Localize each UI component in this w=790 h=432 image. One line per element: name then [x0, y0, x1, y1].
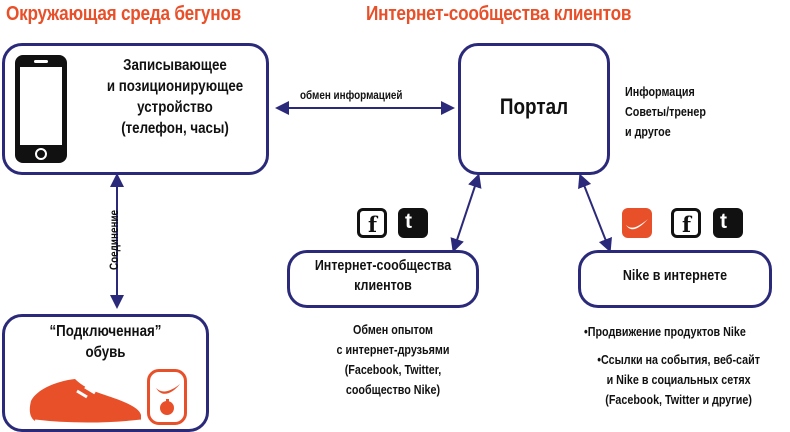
twitter-glyph: t	[720, 210, 727, 233]
twitter-glyph: t	[405, 210, 412, 233]
device-box	[2, 43, 269, 175]
connection-label: Соединение	[109, 209, 121, 271]
twitter-icon: t	[713, 208, 743, 238]
portal-box	[458, 43, 610, 175]
exchange-label: обмен информацией	[300, 90, 403, 102]
portal-box-text: Портал	[499, 94, 569, 119]
nike-bullets: •Продвижение продуктов Nike •Ссылки на с…	[584, 322, 773, 410]
twitter-icon: t	[398, 208, 428, 238]
shoe-box-text: “Подключенная” обувь	[49, 323, 162, 361]
facebook-icon: f	[357, 208, 387, 238]
nike-bullet-2: •Ссылки на события, веб-сайт и Nike в со…	[597, 353, 760, 407]
community-box	[287, 250, 479, 308]
facebook-glyph: f	[368, 212, 378, 237]
device-box-text: Записывающее и позиционирующее устройств…	[106, 57, 244, 137]
portal-community-arrow	[450, 173, 482, 253]
facebook-icon: f	[671, 208, 701, 238]
right-section-header: Интернет-сообщества клиентов	[366, 3, 632, 25]
facebook-glyph: f	[682, 212, 692, 237]
smartphone-icon	[15, 55, 67, 163]
nike-box	[578, 250, 772, 308]
shoe-box	[2, 314, 209, 432]
nike-sensor-icon	[147, 369, 187, 425]
portal-nike-arrow	[578, 173, 612, 253]
community-description: Обмен опытом с интернет-друзьями (Facebo…	[336, 323, 450, 397]
community-box-text: Интернет-сообщества клиентов	[314, 258, 452, 294]
left-section-header: Окружающая среда бегунов	[6, 3, 241, 25]
nike-bullet-1: •Продвижение продуктов Nike	[584, 325, 746, 339]
nike-box-text: Nike в интернете	[622, 268, 728, 284]
portal-info: Информация Советы/тренер и другое	[625, 85, 706, 139]
shoe-icon	[29, 379, 142, 426]
nike-icon	[622, 208, 652, 238]
